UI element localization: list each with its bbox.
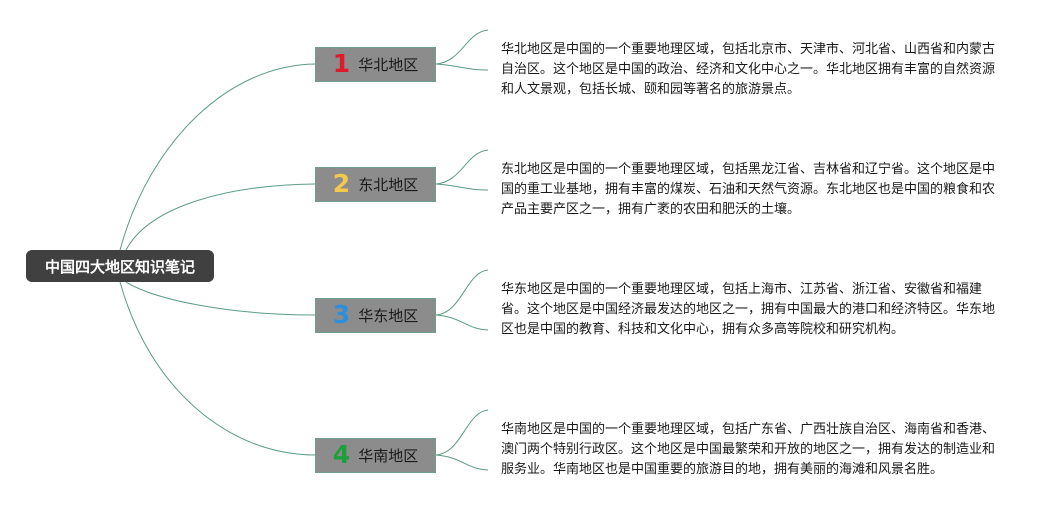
number-badge-2: 2 [332,169,351,198]
branch-node-4[interactable]: 4 华南地区 [315,438,436,473]
number-badge-1: 1 [332,49,351,78]
root-topic[interactable]: 中国四大地区知识笔记 [26,250,214,282]
branch-node-3[interactable]: 3 华东地区 [315,298,436,333]
number-badge-4: 4 [332,440,351,469]
branch-description-3: 华东地区是中国的一个重要地理区域，包括上海市、江苏省、浙江省、安徽省和福建省。这… [501,282,996,337]
branch-label-1: 华北地区 [358,56,419,74]
branch-label-3: 华东地区 [358,307,419,325]
branch-description-1: 华北地区是中国的一个重要地理区域，包括北京市、天津市、河北省、山西省和内蒙古自治… [501,42,996,97]
connector-root-to-branch-4 [119,281,316,456]
branch-description-2: 东北地区是中国的一个重要地理区域，包括黑龙江省、吉林省和辽宁省。这个地区是中国的… [501,162,996,217]
connector-root-to-branch-3 [125,281,316,316]
connector-branch-1-to-desc [435,29,489,71]
branch-label-2: 东北地区 [358,176,419,194]
branch-node-2[interactable]: 2 东北地区 [315,167,436,202]
branch-node-1[interactable]: 1 华北地区 [315,47,436,82]
connector-root-to-branch-2 [125,183,316,251]
connector-root-to-branch-1 [119,63,316,251]
root-topic-label: 中国四大地区知识笔记 [44,257,195,276]
connector-branch-4-to-desc [435,409,489,471]
branch-description-4: 华南地区是中国的一个重要地理区域，包括广东省、广西壮族自治区、海南省和香港、澳门… [501,422,996,477]
number-badge-3: 3 [332,300,351,329]
connector-branch-3-to-desc [435,269,489,331]
branch-label-4: 华南地区 [358,447,419,465]
connector-branch-2-to-desc [435,149,489,191]
